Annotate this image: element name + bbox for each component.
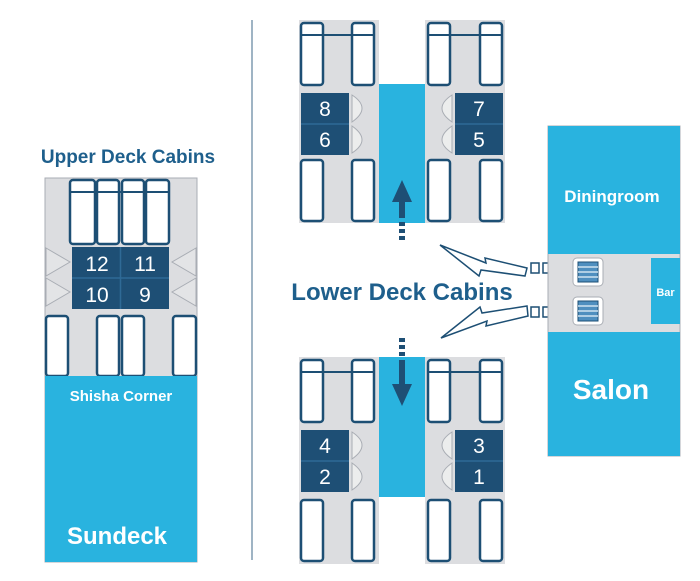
door-icon	[45, 247, 71, 277]
cabin-12: 12	[85, 253, 108, 276]
shisha-corner-label: Shisha Corner	[70, 388, 173, 405]
sundeck-label: Sundeck	[67, 523, 168, 550]
berth	[120, 178, 146, 246]
cabin-10: 10	[85, 284, 108, 307]
cabin-1: 1	[473, 466, 485, 489]
door-icon	[441, 431, 453, 460]
door-icon	[351, 431, 363, 460]
door-icon	[441, 94, 453, 123]
cabin-7: 7	[473, 98, 485, 121]
berth	[68, 178, 97, 246]
lower-deck-bottom-block: 4 2 3 1	[299, 338, 505, 564]
cabin-9: 9	[139, 284, 151, 307]
diningroom-area	[548, 126, 680, 254]
diningroom-label: Diningroom	[564, 187, 659, 206]
cabin-8: 8	[319, 98, 331, 121]
arrow-lower-left-icon	[440, 305, 529, 339]
cabin-11: 11	[134, 253, 156, 276]
arrow-upper-left-icon	[439, 244, 528, 278]
bar-label: Bar	[656, 287, 675, 299]
door-icon	[171, 277, 197, 307]
berth	[144, 178, 171, 246]
upper-deck-title: Upper Deck Cabins	[41, 147, 215, 168]
door-icon	[351, 94, 363, 123]
cabin-3: 3	[473, 435, 485, 458]
door-icon	[45, 277, 71, 307]
public-areas: Diningroom Salon Bar	[547, 125, 681, 457]
salon-label: Salon	[573, 374, 649, 405]
arrow-down-icon	[392, 360, 412, 406]
berth	[95, 314, 121, 378]
sundeck-area	[45, 376, 197, 562]
stairs-icon	[572, 257, 604, 287]
cabin-2: 2	[319, 466, 331, 489]
door-icon	[441, 125, 453, 154]
stairs-icon	[572, 296, 604, 326]
lower-deck-title: Lower Deck Cabins	[291, 279, 512, 306]
salon-area	[548, 332, 680, 456]
door-icon	[351, 125, 363, 154]
door-icon	[171, 247, 197, 277]
berth	[95, 178, 121, 246]
berth	[171, 314, 198, 378]
cabin-4: 4	[319, 435, 331, 458]
bar-area	[651, 258, 680, 324]
berth	[120, 314, 146, 378]
berth	[44, 314, 70, 378]
cabin-5: 5	[473, 129, 485, 152]
cabin-6: 6	[319, 129, 331, 152]
door-icon	[441, 462, 453, 491]
lower-deck-top-block: 8 6 7 5	[299, 20, 505, 240]
door-icon	[351, 462, 363, 491]
upper-deck: 12 11 10 9 Shisha Corner Sundeck	[44, 177, 198, 563]
arrow-up-icon	[392, 180, 412, 218]
